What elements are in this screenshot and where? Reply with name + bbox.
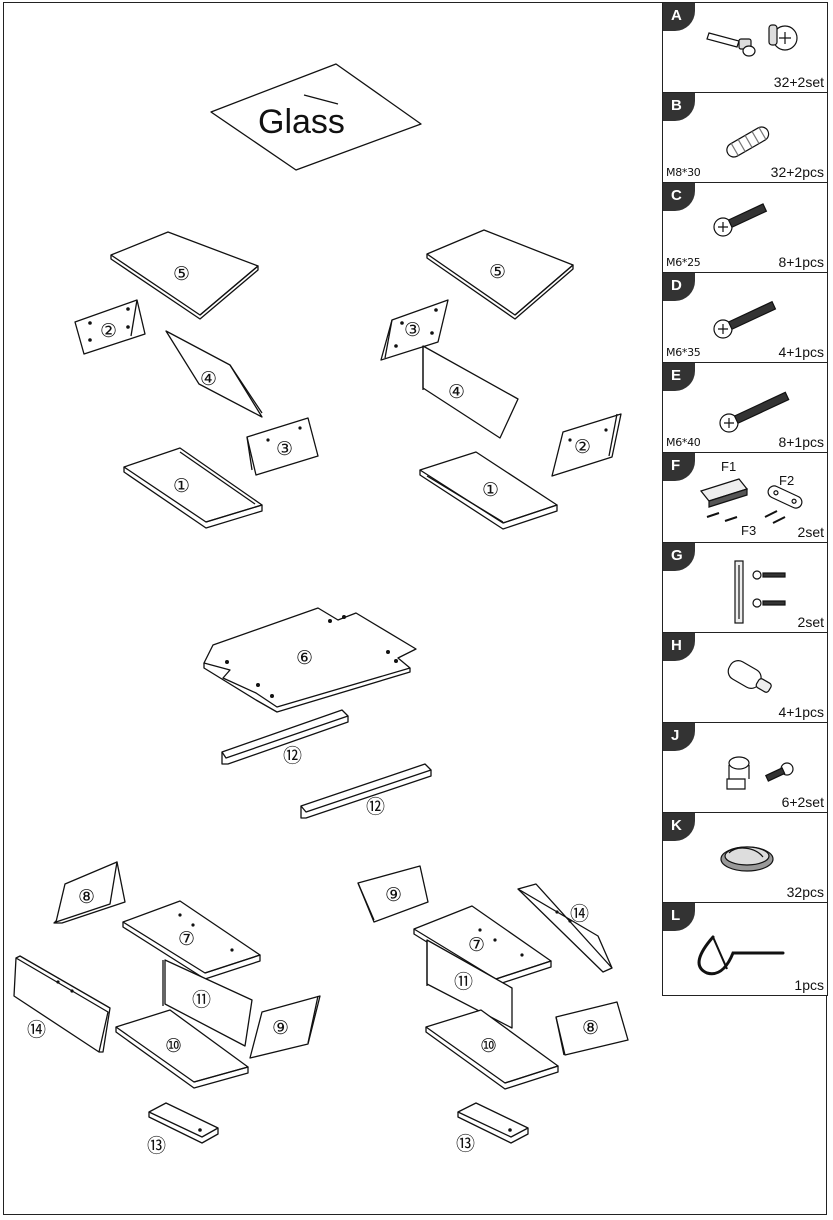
panel-3-label: ③ [276,438,293,460]
f3-label: F3 [741,523,756,538]
hardware-b: B M8*30 32+2pcs [662,92,828,182]
bolt-m6-35-icon [713,300,777,339]
panel-1-label: ① [173,475,190,497]
upper-left-cabinet: ⑤ ② ④ ③ ① [74,231,319,529]
hardware-b-qty: 32+2pcs [770,164,824,180]
hardware-j: J 6+2set [662,722,828,812]
panel-12-second-label: ⑫ [366,796,385,818]
panel-2-label: ② [100,320,117,342]
hardware-a-qty: 32+2set [773,74,824,90]
panel-14-right-label: ⑭ [570,903,589,925]
allen-key-icon [697,935,785,976]
hardware-g: G 2set [662,542,828,632]
hardware-g-qty: 2set [797,614,824,630]
hardware-k-letter: K [663,813,695,841]
panel-5-label: ⑤ [173,263,190,285]
hardware-c-qty: 8+1pcs [778,254,824,270]
hardware-h: H 4+1pcs [662,632,828,722]
hardware-c: C M6*25 8+1pcs [662,182,828,272]
panel-9-right-label: ⑨ [385,884,402,906]
panel-7-left-label: ⑦ [178,928,195,950]
lower-right-cabinet: ⑨ ⑭ ⑦ ⑪ ⑧ ⑩ ⑬ [357,865,629,1155]
bracket-icon [734,560,786,624]
panel-13-left-label: ⑬ [147,1135,166,1157]
hardware-d-qty: 4+1pcs [778,344,824,360]
hardware-c-size: M6*25 [666,256,701,269]
panel-7-right-label: ⑦ [468,934,485,956]
upper-right-cabinet: ⑤ ③ ④ ② ① [380,229,622,530]
panel-2-right-label: ② [574,436,591,458]
hardware-l-qty: 1pcs [794,977,824,993]
glass-panel: Glass [210,63,422,171]
panel-1-right-label: ① [482,479,499,501]
hardware-a: A 32+2set [662,2,828,92]
bolt-m6-40-icon [719,391,790,433]
door-catch-icon: F1 F2 F3 [699,459,803,538]
lower-left-cabinet: ⑧ ⑦ ⑪ ⑭ ⑨ ⑩ ⑬ [13,861,321,1157]
panel-10-right-label: ⑩ [480,1035,497,1057]
panel-6-label: ⑥ [296,647,313,669]
bolt-m6-25-icon [713,203,768,237]
wall-anchor-icon [726,756,794,790]
hardware-f: F F1 F2 F3 2set [662,452,828,542]
panel-9-left-label: ⑨ [272,1017,289,1039]
hardware-d: D M6*35 4+1pcs [662,272,828,362]
panel-8-left-label: ⑧ [78,886,95,908]
panel-5-right-label: ⑤ [489,261,506,283]
wooden-dowel-icon [726,126,770,158]
hardware-h-qty: 4+1pcs [778,704,824,720]
drill-holes [56,307,608,1132]
hardware-e: E M6*40 8+1pcs [662,362,828,452]
panel-12-label: ⑫ [283,745,302,767]
hardware-b-size: M8*30 [666,166,701,179]
hardware-d-size: M6*35 [666,346,701,359]
panel-13-right-label: ⑬ [456,1133,475,1155]
panel-14-left-label: ⑭ [27,1019,46,1041]
panel-4-label: ④ [200,368,217,390]
shelf-pin-icon [727,660,772,693]
cam-bolt-icon [706,24,798,57]
cam-cover-cap-icon [720,846,774,872]
hardware-k-qty: 32pcs [786,884,824,900]
glass-label: Glass [258,103,345,141]
hardware-e-size: M6*40 [666,436,701,449]
panel-8-right-label: ⑧ [582,1017,599,1039]
panel-11-left-label: ⑪ [192,989,211,1011]
panel-4-right-label: ④ [448,381,465,403]
hardware-e-qty: 8+1pcs [778,434,824,450]
hardware-l: L 1pcs [662,902,828,996]
panel-3-right-label: ③ [404,319,421,341]
f2-label: F2 [779,473,794,488]
center-parts: ⑥ ⑫ ⑫ [203,607,432,819]
hardware-j-qty: 6+2set [781,794,824,810]
hardware-f-qty: 2set [797,524,824,540]
f1-label: F1 [721,459,736,474]
panel-11-right-label: ⑪ [454,971,473,993]
panel-10-left-label: ⑩ [165,1035,182,1057]
hardware-k: K 32pcs [662,812,828,902]
